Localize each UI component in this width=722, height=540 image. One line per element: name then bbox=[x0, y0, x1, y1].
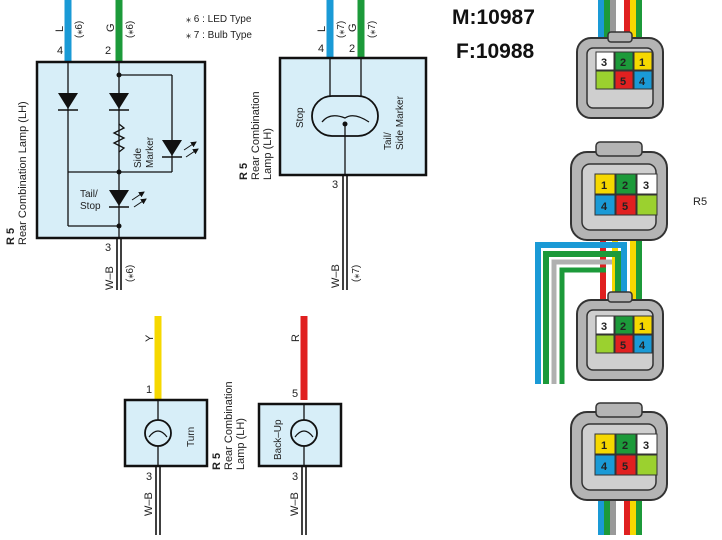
wire-label-g: G bbox=[105, 23, 117, 32]
connector-female-top: 1 2 3 4 5 bbox=[570, 141, 668, 241]
bulb-icon bbox=[144, 419, 172, 447]
stop-label: Stop bbox=[295, 107, 306, 128]
component-name: Rear Combination bbox=[223, 381, 235, 470]
component-id: R 5 bbox=[238, 163, 250, 180]
component-id: R 5 bbox=[5, 228, 17, 245]
side-marker-label: Side bbox=[133, 148, 144, 168]
pin-label: 1 bbox=[601, 180, 607, 192]
tail-stop-label: Stop bbox=[80, 201, 101, 212]
wire-label-r: R bbox=[290, 334, 302, 342]
pin-label: 1 bbox=[639, 57, 645, 69]
pin-label: 4 bbox=[639, 76, 646, 88]
wire-label-wb: W–B bbox=[143, 492, 155, 516]
pin-number: 2 bbox=[349, 43, 355, 55]
wire-label-l: L bbox=[54, 26, 66, 32]
pin-number: 3 bbox=[105, 242, 111, 254]
backup-lamp-unit: R 5 Back–Up 3 W–B bbox=[257, 316, 343, 535]
tail-stop-led-icon bbox=[109, 190, 129, 206]
component-name: Rear Combination Lamp (LH) bbox=[17, 101, 29, 245]
pin-label: 2 bbox=[620, 57, 626, 69]
pin-label: 2 bbox=[622, 440, 628, 452]
backup-label: Back–Up bbox=[273, 419, 284, 460]
side-marker-led-icon bbox=[162, 140, 182, 156]
pin-number: 4 bbox=[57, 45, 63, 57]
pin-label: 3 bbox=[643, 440, 649, 452]
pin-label: 5 bbox=[620, 76, 626, 88]
component-id: R 5 bbox=[211, 453, 223, 470]
pin-label: 3 bbox=[601, 321, 607, 333]
note-mark: (⁎7) bbox=[351, 265, 362, 282]
pin-label: 2 bbox=[622, 180, 628, 192]
wire-label-y: Y bbox=[144, 334, 156, 342]
note-mark: (⁎6) bbox=[125, 21, 136, 38]
component-name: Lamp (LH) bbox=[262, 128, 274, 180]
pin-label: 1 bbox=[639, 321, 645, 333]
tail-stop-label: Tail/ bbox=[80, 189, 98, 200]
pin-label: 4 bbox=[639, 340, 646, 352]
note-bulb-type: ⁎ 7 : Bulb Type bbox=[186, 30, 252, 41]
pin-label: 1 bbox=[601, 440, 607, 452]
pin-number: 3 bbox=[146, 471, 152, 483]
connector-female-bottom: 1 2 3 4 5 bbox=[570, 402, 668, 501]
component-name: Lamp (LH) bbox=[235, 418, 247, 470]
connector-male-top: 3 2 1 5 4 bbox=[576, 31, 664, 119]
pin-label: 5 bbox=[622, 461, 628, 473]
wire-label-wb: W–B bbox=[289, 492, 301, 516]
pin-number: 3 bbox=[292, 471, 298, 483]
tail-label: Tail/ bbox=[383, 132, 394, 150]
note-mark: (⁎6) bbox=[74, 21, 85, 38]
pin-label: 2 bbox=[620, 321, 626, 333]
diode-icon bbox=[58, 93, 78, 109]
pin-label: 5 bbox=[620, 340, 626, 352]
pin-label: 5 bbox=[622, 201, 628, 213]
wire-harness bbox=[535, 0, 642, 535]
connector-male-bottom: 3 2 1 5 4 bbox=[576, 291, 664, 381]
wire-label-g: G bbox=[347, 23, 359, 32]
wire-label-wb: W–B bbox=[104, 266, 116, 290]
led-lamp-unit: L (⁎6) G (⁎6) 4 2 Side Marker bbox=[5, 0, 207, 290]
note-mark: (⁎7) bbox=[367, 21, 378, 38]
pin-label: 4 bbox=[601, 201, 608, 213]
side-marker-label: Marker bbox=[145, 136, 156, 168]
pin-label: 3 bbox=[643, 180, 649, 192]
pin-number: 4 bbox=[318, 43, 324, 55]
female-connector-id: F:10988 bbox=[456, 40, 535, 63]
turn-label: Turn bbox=[186, 427, 197, 447]
pin-number: 3 bbox=[332, 179, 338, 191]
pin-number: 2 bbox=[105, 45, 111, 57]
wire-label-l: L bbox=[316, 26, 328, 32]
pin-number: 1 bbox=[146, 384, 152, 396]
side-marker-label: Side Marker bbox=[395, 95, 406, 150]
resistor-icon bbox=[112, 123, 126, 153]
pin-label: 4 bbox=[601, 461, 608, 473]
wire-label-wb: W–B bbox=[330, 264, 342, 288]
note-mark: (⁎6) bbox=[125, 265, 136, 282]
bulb-icon bbox=[290, 419, 318, 447]
bulb-lamp-unit: L (⁎7) G (⁎7) 4 2 Stop Tail/ Side Marker… bbox=[238, 0, 428, 290]
pin-number: 5 bbox=[292, 388, 298, 400]
diode-icon bbox=[109, 93, 129, 109]
male-connector-id: M:10987 bbox=[452, 6, 535, 29]
note-led-type: ⁎ 6 : LED Type bbox=[186, 14, 252, 25]
note-mark: (⁎7) bbox=[336, 21, 347, 38]
turn-lamp-unit: Y 1 Turn 3 W–B bbox=[123, 316, 209, 535]
pin-label: 3 bbox=[601, 57, 607, 69]
component-name: Rear Combination bbox=[250, 91, 262, 180]
connector-side-label: R5 bbox=[693, 196, 707, 208]
